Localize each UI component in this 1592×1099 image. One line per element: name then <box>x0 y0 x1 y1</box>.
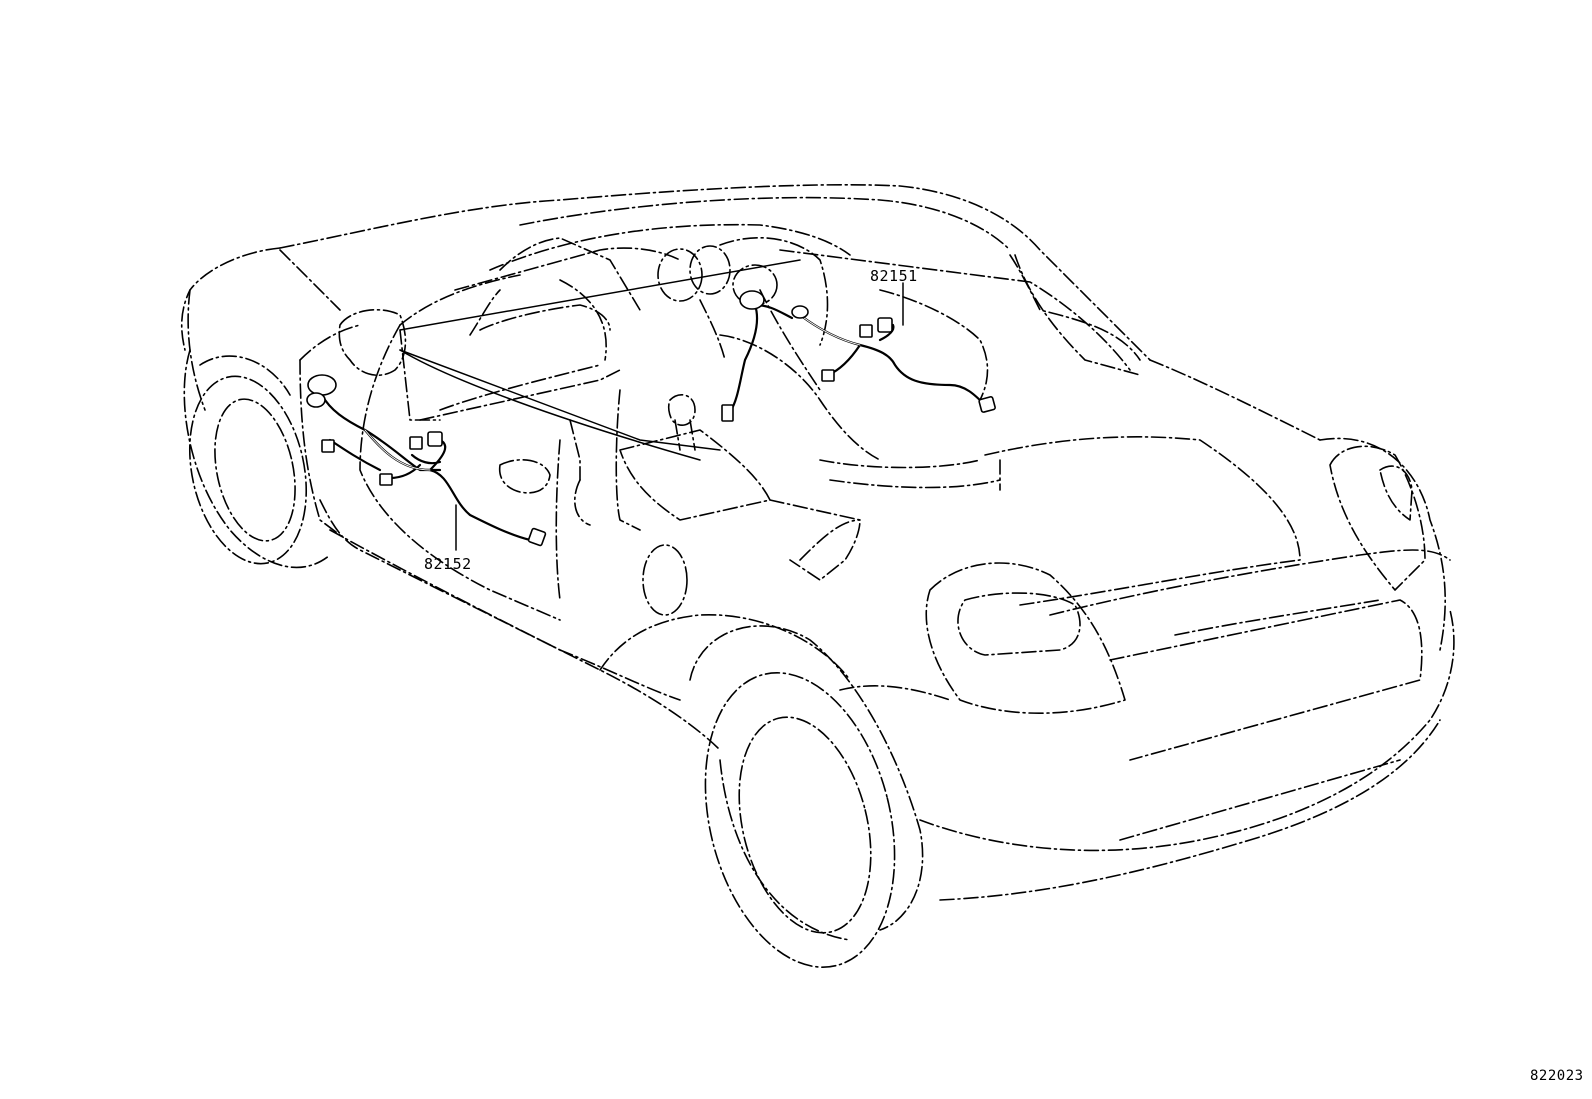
part-label-82151: 82151 <box>870 267 918 285</box>
car-body-outline <box>180 183 1455 901</box>
wire-harness-82152 <box>306 374 547 547</box>
part-label-82152: 82152 <box>424 555 472 573</box>
wire-harness-82151 <box>721 290 996 422</box>
diagram-reference-number: 822023 <box>1530 1068 1584 1084</box>
leader-lines <box>399 259 904 551</box>
front-wheel <box>183 349 331 569</box>
rear-wheel <box>689 625 924 968</box>
